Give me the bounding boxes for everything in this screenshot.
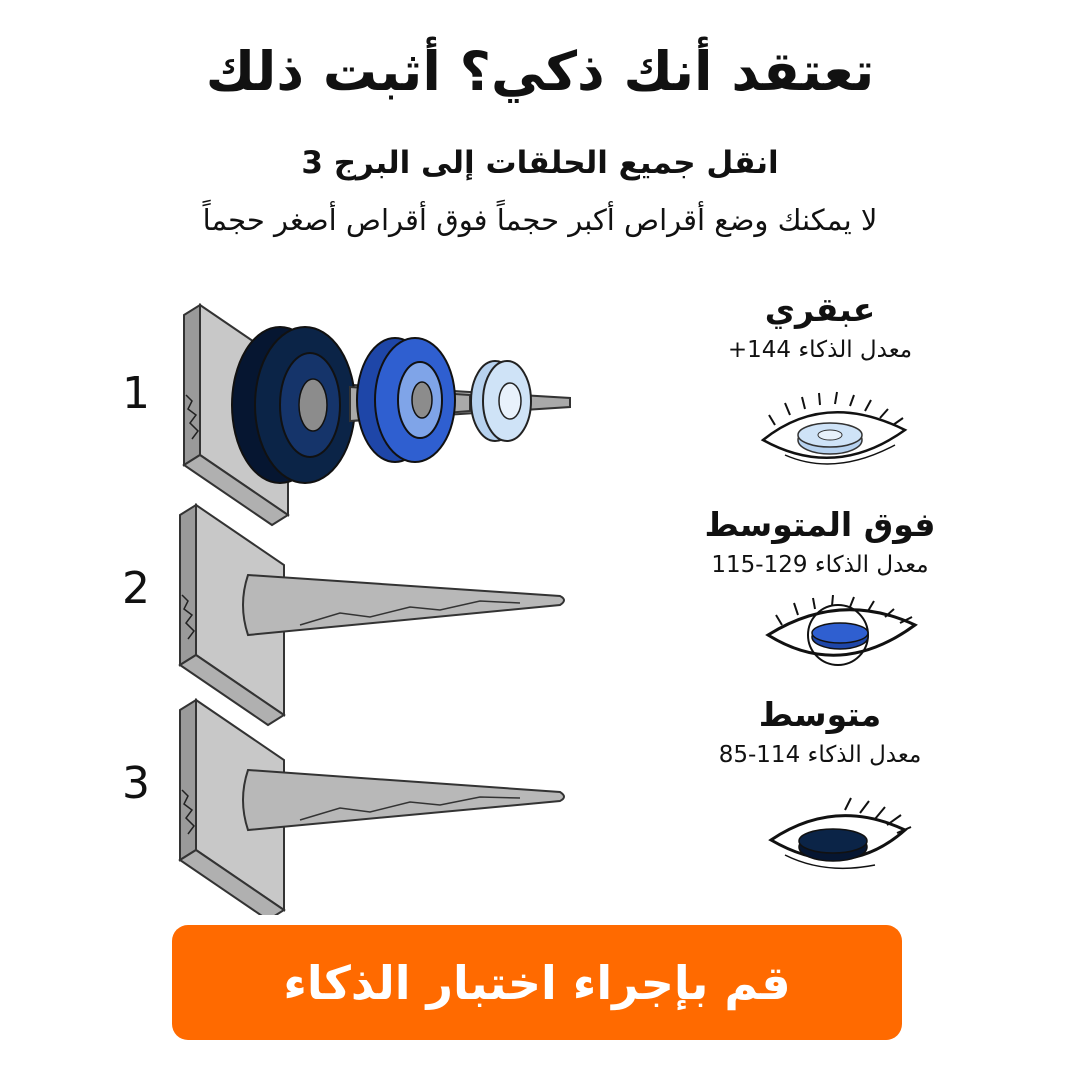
level-average-iq: معدل الذكاء 114-85 bbox=[718, 742, 922, 768]
tower-1 bbox=[183, 304, 571, 526]
level-above-average-name: فوق المتوسط bbox=[704, 505, 936, 544]
page-title: تعتقد أنك ذكي؟ أثبت ذلك bbox=[205, 40, 875, 103]
medium-disc bbox=[356, 337, 456, 463]
tower-3 bbox=[179, 699, 565, 915]
tower-2 bbox=[179, 504, 565, 726]
eye-icon bbox=[765, 595, 918, 666]
level-above-average: فوق المتوسط معدل الذكاء 129-115 bbox=[670, 505, 970, 578]
small-disc bbox=[470, 360, 532, 442]
take-iq-test-button[interactable]: قم بإجراء اختبار الذكاء bbox=[172, 925, 902, 1040]
eye-icon bbox=[768, 797, 912, 870]
large-disc bbox=[231, 326, 356, 484]
level-average: متوسط معدل الذكاء 114-85 bbox=[670, 695, 970, 768]
level-above-average-iq: معدل الذكاء 129-115 bbox=[711, 552, 929, 578]
towers-illustration bbox=[179, 304, 571, 915]
peg-number-2: 2 bbox=[122, 563, 150, 614]
puzzle-goal: انقل جميع الحلقات إلى البرج 3 bbox=[301, 145, 779, 181]
puzzle-rule: لا يمكنك وضع أقراص أكبر حجماً فوق أقراص … bbox=[202, 203, 878, 237]
peg-number-3: 3 bbox=[122, 758, 150, 809]
level-genius-name: عبقري bbox=[764, 290, 876, 329]
level-genius-iq: معدل الذكاء 144+ bbox=[727, 337, 913, 363]
level-genius: عبقري معدل الذكاء 144+ bbox=[670, 290, 970, 363]
level-average-name: متوسط bbox=[758, 695, 882, 734]
peg-number-1: 1 bbox=[122, 368, 150, 419]
eye-icon bbox=[760, 391, 908, 465]
